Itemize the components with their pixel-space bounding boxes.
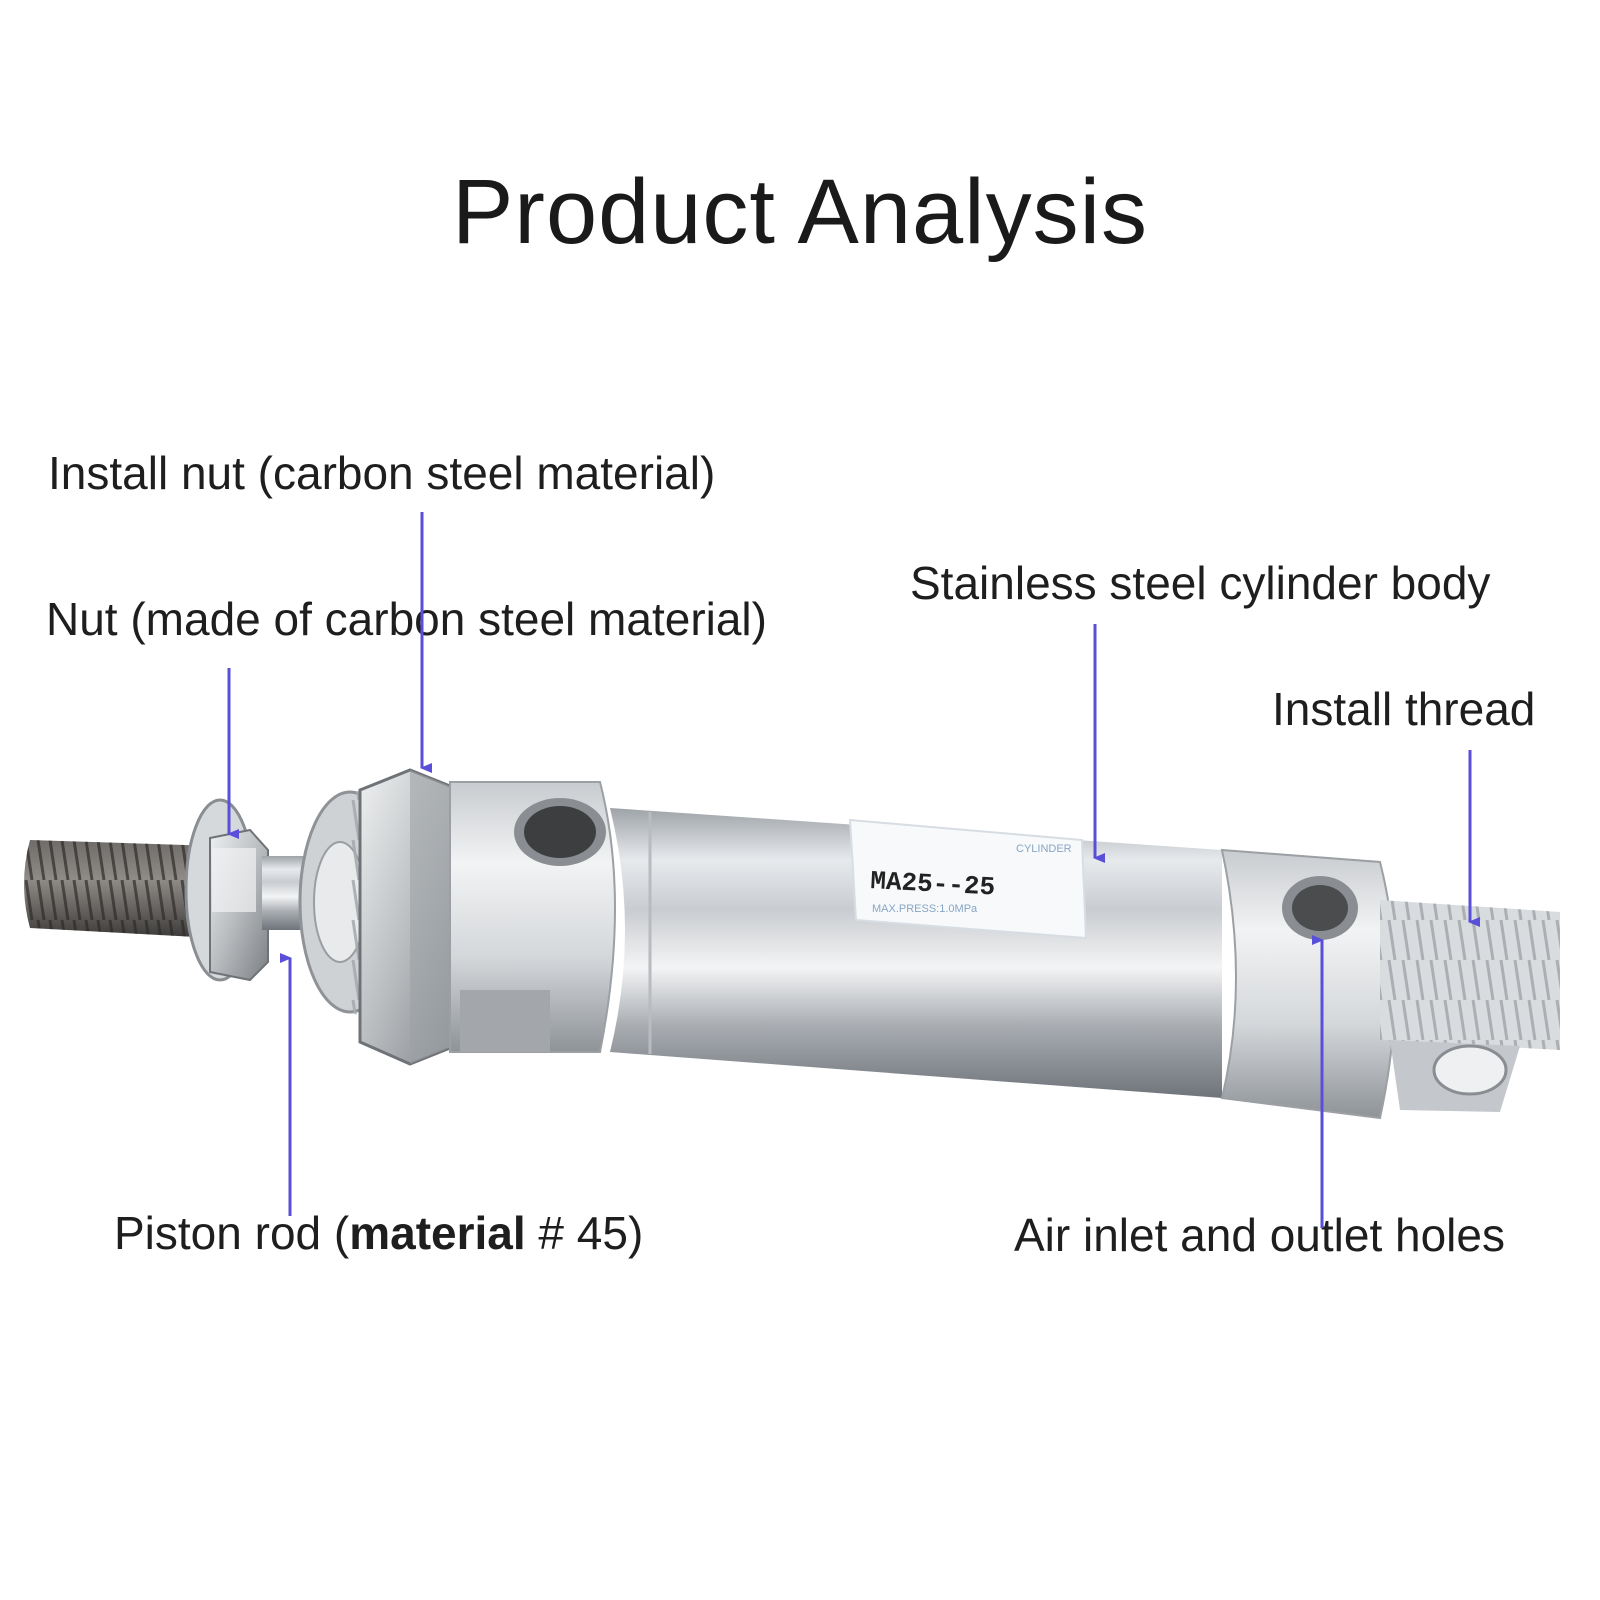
label-install-thread: Install thread [1272,683,1536,735]
label-piston-rod: Piston rod (material # 45) [114,1206,643,1260]
label-cylinder-body: Stainless steel cylinder body [910,557,1491,609]
label-install-nut: Install nut (carbon steel material) [48,447,716,499]
install-thread [1380,900,1560,1112]
sticker-brand: CYLINDER [1016,843,1072,855]
small-nut [184,798,269,982]
label-piston-rod-suffix: # 45) [525,1207,644,1259]
label-nut: Nut (made of carbon steel material) [46,593,767,645]
label-air-holes: Air inlet and outlet holes [1014,1209,1505,1261]
label-piston-rod-prefix: Piston rod ( [114,1207,350,1259]
threaded-stud [24,840,215,938]
model-sticker: CYLINDER MA25--25 MAX.PRESS:1.0MPa [848,818,1088,940]
rear-end-cap [1220,848,1396,1120]
label-piston-rod-bold: material [349,1207,526,1259]
leader-arrows [227,512,1480,1228]
sticker-model: MA25--25 [870,866,996,902]
front-end-cap [449,781,616,1053]
sticker-pressure: MAX.PRESS:1.0MPa [872,903,978,915]
page-title: Product Analysis [451,161,1149,263]
